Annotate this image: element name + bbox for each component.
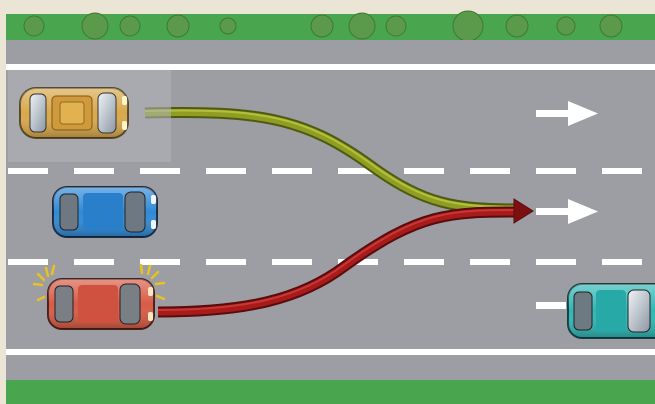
tree-icon — [120, 16, 140, 36]
tree-icon — [311, 15, 333, 37]
lane-dash — [8, 168, 48, 174]
edge-line-bottom — [6, 349, 655, 355]
lane-dash — [470, 259, 510, 265]
lane-dash — [470, 168, 510, 174]
tree-icon — [386, 16, 406, 36]
lane-3-arrow-stub — [536, 302, 566, 309]
lane-dash — [8, 259, 48, 265]
tree-icon — [82, 13, 108, 39]
car-lane-2 — [53, 187, 157, 237]
lane-dash — [602, 259, 642, 265]
car-lane-1 — [20, 88, 128, 138]
lane-dash — [140, 259, 180, 265]
car-lane-3-ahead — [568, 284, 655, 338]
lane-dash — [404, 259, 444, 265]
tree-icon — [453, 11, 483, 41]
tree-icon — [600, 15, 622, 37]
tree-icon — [557, 17, 575, 35]
lane-dash — [74, 259, 114, 265]
tree-icon — [167, 15, 189, 37]
lane-dash — [272, 168, 312, 174]
lane-dash — [602, 168, 642, 174]
lane-dash — [536, 168, 576, 174]
lane-dash — [206, 259, 246, 265]
lane-dash — [272, 259, 312, 265]
lane-dash — [206, 168, 246, 174]
tree-icon — [349, 13, 375, 39]
lane-dash — [536, 259, 576, 265]
tree-icon — [24, 16, 44, 36]
tree-icon — [506, 15, 528, 37]
edge-line-top — [6, 64, 655, 70]
bottom-grass-verge — [6, 380, 655, 404]
car-lane-3 — [48, 279, 154, 329]
lane-dash — [404, 168, 444, 174]
lane-dash — [74, 168, 114, 174]
lane-dash — [140, 168, 180, 174]
tree-icon — [220, 18, 236, 34]
